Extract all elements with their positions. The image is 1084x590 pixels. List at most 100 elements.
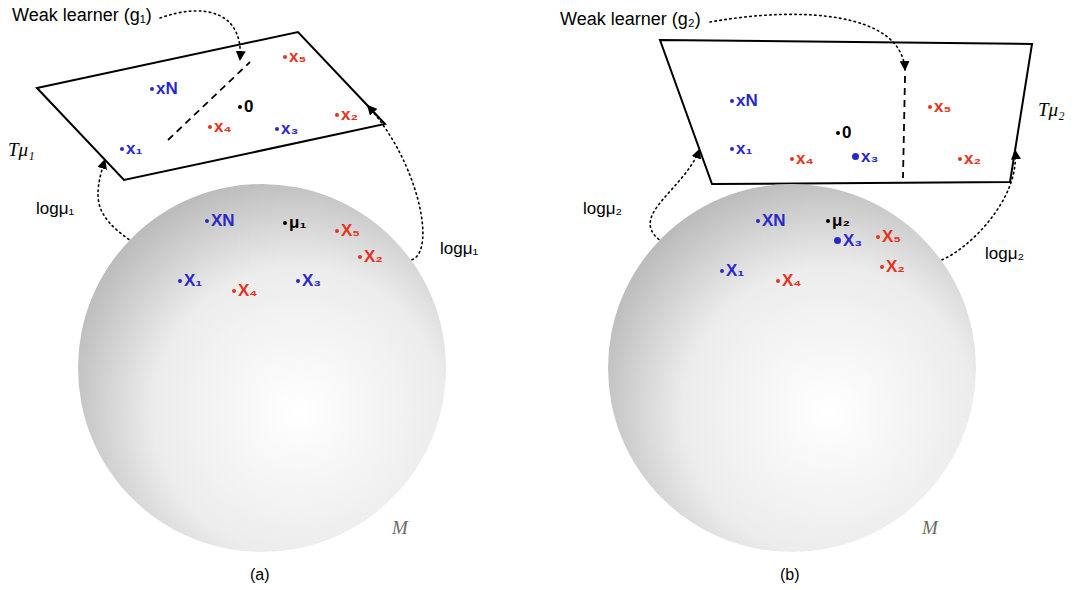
- log-map-arrow: [942, 150, 1015, 259]
- point-dot: [335, 229, 339, 233]
- point-label: x₁: [730, 140, 753, 157]
- sphere-shape: [77, 183, 447, 553]
- point-name: xN: [736, 92, 758, 109]
- symbol-label: M: [922, 518, 938, 537]
- log-map-arrow: [98, 160, 129, 240]
- tangent-plane: Tμ₂xNx₁x₅0x₄x₃x₂: [660, 38, 1035, 186]
- plane-outline: [37, 32, 387, 186]
- point-name: X₄: [238, 282, 257, 299]
- point-name: X₁: [726, 262, 744, 279]
- point-dot: [834, 237, 841, 244]
- decision-boundary: [168, 62, 250, 140]
- point-dot: [836, 131, 840, 135]
- point-name: X₃: [843, 232, 862, 249]
- point-dot: [730, 99, 734, 103]
- point-dot: [296, 279, 300, 283]
- point-name: X₂: [886, 258, 905, 275]
- edge-label: logμ₂: [583, 200, 622, 219]
- point-label: X₃: [296, 272, 321, 289]
- point-name: μ₁: [289, 214, 306, 231]
- figure-label: Weak learner (g₂): [560, 10, 701, 30]
- symbol-text: Tμ₁: [8, 140, 35, 159]
- figure-label: (a): [250, 566, 270, 584]
- point-name: X₃: [302, 272, 321, 289]
- manifold-sphere: XN μ₁ X₅ X₁ X₄ X₃ X₂ M: [77, 183, 447, 553]
- point-name: X₅: [341, 222, 360, 239]
- point-label: XN: [205, 212, 235, 229]
- symbol-text: M: [392, 518, 408, 537]
- point-name: XN: [211, 212, 235, 229]
- point-label: XN: [756, 212, 786, 229]
- point-name: μ₂: [832, 212, 850, 229]
- point-name: x₄: [214, 118, 232, 135]
- plane-outline: [37, 32, 385, 180]
- point-label: x₄: [208, 118, 232, 135]
- point-name: x₂: [964, 150, 981, 167]
- point-label: X₁: [720, 262, 744, 279]
- point-dot: [928, 105, 932, 109]
- point-label: 0: [238, 98, 253, 115]
- point-label: X₄: [232, 282, 257, 299]
- point-dot: [876, 235, 880, 239]
- symbol-text: M: [922, 518, 938, 537]
- point-dot: [283, 221, 287, 225]
- point-name: x₁: [126, 140, 143, 157]
- point-name: 0: [842, 124, 851, 141]
- edge-label: logμ₁: [36, 200, 74, 219]
- point-dot: [958, 157, 962, 161]
- point-name: x₂: [341, 106, 358, 123]
- point-dot: [730, 147, 734, 151]
- point-dot: [756, 219, 760, 223]
- point-name: x₁: [736, 140, 753, 157]
- point-dot: [208, 125, 212, 129]
- point-name: XN: [762, 212, 786, 229]
- point-dot: [358, 255, 362, 259]
- point-label: X₂: [358, 248, 383, 265]
- point-label: X₃: [834, 232, 862, 249]
- tangent-plane: Tμ₁xNx₅0x₃x₄x₂x₁: [37, 32, 387, 186]
- manifold-sphere: XNX₅μ₂X₃X₁X₄X₂M: [607, 183, 977, 553]
- symbol-label: M: [392, 518, 408, 537]
- point-dot: [852, 153, 859, 160]
- point-label: x₅: [928, 98, 951, 115]
- symbol-label: Tμ₂: [1038, 100, 1065, 119]
- point-label: 0: [836, 124, 851, 141]
- edge-label: logμ₁: [440, 240, 478, 259]
- decision-boundary: [903, 76, 905, 178]
- sphere-shape: [608, 184, 976, 552]
- point-label: μ₂: [826, 212, 850, 229]
- point-name: x₅: [934, 98, 951, 115]
- point-dot: [238, 105, 242, 109]
- point-dot: [150, 87, 154, 91]
- point-name: xN: [156, 80, 178, 97]
- plane-outline: [660, 40, 1032, 184]
- symbol-text: Tμ₂: [1038, 100, 1065, 119]
- point-dot: [232, 289, 236, 293]
- point-label: x₁: [120, 140, 143, 157]
- figure-label: Weak learner (g₁): [12, 6, 152, 26]
- point-name: x₃: [861, 148, 878, 165]
- point-label: xN: [730, 92, 758, 109]
- point-label: X₂: [880, 258, 905, 275]
- point-name: x₄: [796, 150, 814, 167]
- point-dot: [205, 219, 209, 223]
- point-label: xN: [150, 80, 178, 97]
- point-name: x₃: [281, 120, 298, 137]
- point-name: 0: [244, 98, 253, 115]
- point-name: x₅: [289, 48, 306, 65]
- point-dot: [178, 279, 182, 283]
- sphere-shape: [607, 183, 977, 553]
- point-label: x₃: [275, 120, 298, 137]
- point-label: X₄: [776, 272, 801, 289]
- point-label: x₂: [335, 106, 358, 123]
- point-label: x₄: [790, 150, 814, 167]
- figure-label: (b): [780, 566, 800, 584]
- symbol-label: Tμ₁: [8, 140, 35, 159]
- point-dot: [720, 269, 724, 273]
- point-label: μ₁: [283, 214, 306, 231]
- point-label: x₃: [852, 148, 878, 165]
- point-name: X₁: [184, 272, 202, 289]
- sphere-shape: [78, 184, 446, 552]
- point-dot: [826, 219, 830, 223]
